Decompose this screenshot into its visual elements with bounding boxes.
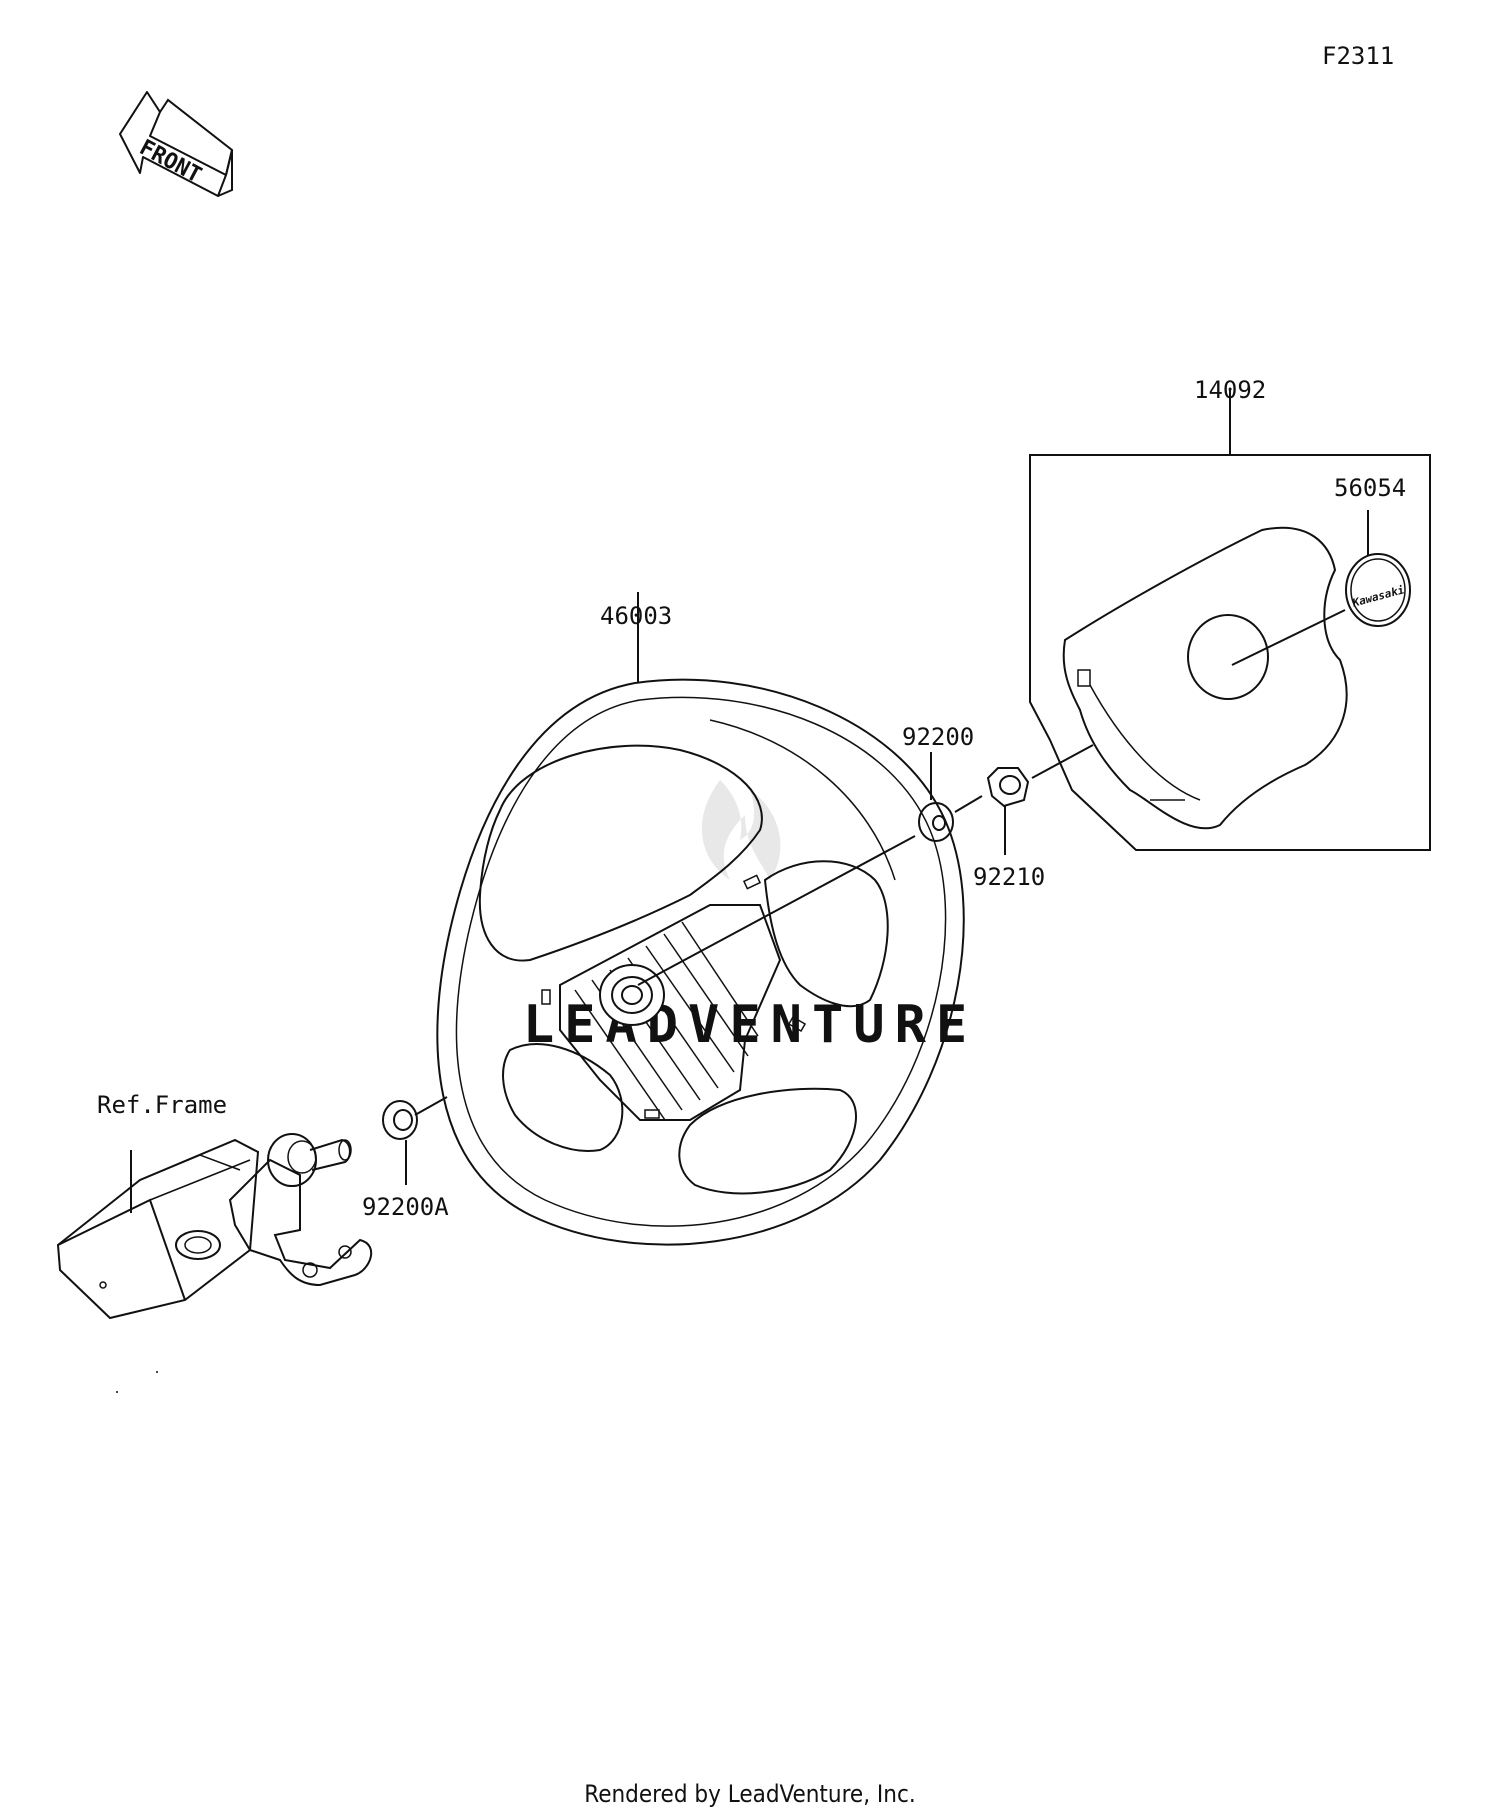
label-56054: 56054 (1334, 474, 1406, 502)
label-92210: 92210 (973, 863, 1045, 891)
washer-92200a (382, 1100, 418, 1185)
steering-wheel (436, 678, 965, 1246)
label-ref-frame: Ref.Frame (97, 1091, 227, 1119)
leader-lines (414, 592, 1094, 1116)
steering-column (56, 1133, 373, 1320)
front-label: FRONT (135, 135, 205, 188)
label-14092: 14092 (1194, 376, 1266, 404)
watermark-logo-icon (701, 780, 781, 880)
footer-credit: Rendered by LeadVenture, Inc. (584, 1780, 916, 1808)
washer-92200 (918, 752, 954, 842)
label-46003: 46003 (600, 602, 672, 630)
nut-92210 (986, 767, 1030, 855)
cover-assembly: Kawasaki (1029, 390, 1431, 851)
label-92200: 92200 (902, 723, 974, 751)
part-labels: 46003 14092 56054 92200 92210 92200A Ref… (97, 376, 1406, 1221)
diagram-code: F2311 (1322, 42, 1394, 70)
kawasaki-logo-icon: Kawasaki (1350, 583, 1406, 610)
label-92200a: 92200A (362, 1193, 449, 1221)
front-arrow-icon: FRONT (119, 91, 234, 197)
